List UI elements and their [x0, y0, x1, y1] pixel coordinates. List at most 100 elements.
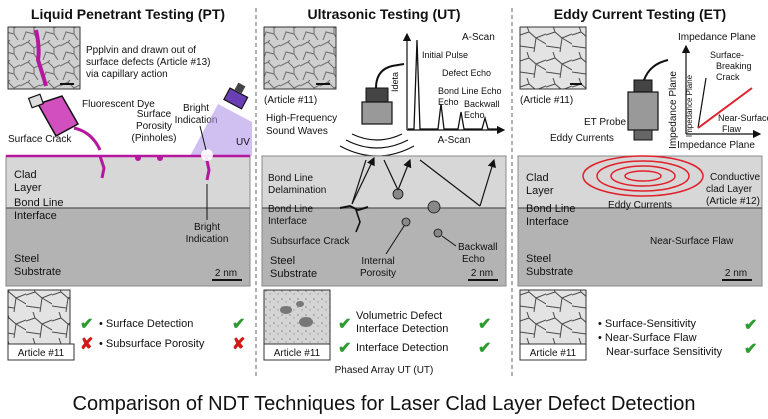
ut-check-mark-1: ✔ — [338, 316, 351, 333]
et-steel-label-2: Substrate — [526, 266, 573, 278]
pt-porosity-label-1: Surface — [137, 109, 172, 120]
ut-check-mark-2: ✔ — [338, 340, 351, 357]
ut-thumb-pore — [280, 306, 292, 314]
pt-porosity-label-3: (Pinholes) — [131, 133, 176, 144]
et-article-top: (Article #11) — [520, 95, 573, 106]
ut-pore — [401, 217, 411, 227]
ut-peak-initial: Initial Pulse — [422, 50, 468, 60]
ut-backwall-label-2: Echo — [462, 254, 485, 265]
ut-ascan-trace — [408, 39, 500, 130]
pt-article-box — [7, 343, 75, 361]
et-imp-crack-2: Breaking — [716, 61, 752, 71]
et-eddy-label-2: Eddy Currents — [608, 200, 672, 211]
pt-bright-bottom-1: Bright — [194, 222, 220, 233]
et-clad-label-2: Layer — [526, 185, 554, 197]
pt-scale-label: 2 nm — [215, 268, 237, 279]
et-imp-crack-1: Surface- — [710, 50, 744, 60]
ut-title: Ultrasonic Testing (UT) — [308, 6, 461, 22]
ut-article-label: Article #11 — [274, 348, 321, 359]
et-imp-crack-3: Crack — [716, 72, 740, 82]
et-title: Eddy Current Testing (ET) — [554, 6, 726, 22]
pt-crack-label: Surface Crack — [8, 134, 72, 145]
ut-transducer-icon — [361, 63, 405, 125]
ut-crack-label: Subsurface Crack — [270, 236, 350, 247]
ut-thumb-pore — [296, 301, 304, 307]
ut-subsurface-crack — [355, 209, 361, 233]
et-imp-ylabel-outer: Impedance Plane — [668, 71, 679, 149]
ut-footer-label: Phased Array UT (UT) — [335, 365, 434, 376]
pt-note-2: surface defects (Article #13) — [86, 57, 211, 68]
et-steel-label-1: Steel — [526, 253, 551, 265]
uv-lamp-icon — [223, 82, 249, 110]
et-trailing-mark-2: ✔ — [744, 341, 757, 358]
pt-check-mark-1: ✔ — [80, 316, 93, 333]
pt-leader — [199, 125, 207, 151]
pt-steel-label-2: Substrate — [14, 266, 61, 278]
pt-trailing-mark-1: ✔ — [232, 316, 245, 333]
uv-light-beam — [190, 104, 252, 156]
pt-bright-bottom-2: Indication — [186, 234, 229, 245]
et-probe-label: ET Probe — [584, 117, 626, 128]
ut-article-top: (Article #11) — [264, 95, 317, 106]
pt-steel-label-1: Steel — [14, 253, 39, 265]
et-trailing-mark-1: ✔ — [744, 317, 757, 334]
pt-micrograph-crack — [34, 29, 48, 87]
et-eddy-label: Eddy Currents — [550, 133, 614, 144]
pt-note-1: Ppplvin and drawn out of — [86, 45, 196, 56]
ut-delam-label-1: Bond Line — [268, 173, 313, 184]
pt-interface-label-1: Bond Line — [14, 197, 64, 209]
ut-delam-label-2: Delamination — [268, 185, 326, 196]
pt-bright-top-2: Indication — [175, 115, 218, 126]
ut-porosity-label-1: Internal — [361, 256, 394, 267]
ut-check-label-1a: Volumetric Defect — [356, 310, 442, 322]
ut-peak-defect: Defect Echo — [442, 68, 491, 78]
et-imp-xlabel: Impedance Plane — [677, 140, 755, 151]
ut-panel: Ultrasonic Testing (UT) (Article #11) A-… — [261, 6, 507, 376]
et-imp-title: Impedance Plane — [678, 32, 756, 43]
et-conductive-2: clad Layer — [706, 184, 753, 195]
ut-pore — [392, 188, 404, 200]
ut-ascan-xlabel: A-Scan — [438, 135, 471, 146]
pt-pinhole — [135, 155, 141, 161]
ut-peak-echo: Echo — [438, 97, 459, 107]
pt-panel: Liquid Penetrant Testing (PT) Ppplvin an… — [5, 6, 252, 361]
et-eddy-currents — [582, 155, 704, 197]
et-micrograph — [519, 26, 587, 90]
et-probe-icon — [627, 59, 669, 141]
et-interface-label-2: Interface — [526, 216, 569, 228]
ut-delamination — [339, 204, 369, 212]
pt-cross-mark-1: ✘ — [80, 336, 93, 353]
pt-porosity-label-2: Porosity — [136, 121, 172, 132]
ut-check-label-1b: Interface Detection — [356, 323, 448, 335]
ut-thumb-pore — [299, 317, 313, 327]
et-imp-flaw-1: Near-Surface — [718, 113, 768, 123]
pt-surface-crack — [98, 155, 106, 179]
pt-clad-label-1: Clad — [14, 169, 37, 181]
pt-title: Liquid Penetrant Testing (PT) — [31, 6, 225, 22]
pt-interface-label-2: Interface — [14, 210, 57, 222]
ut-steel-label-1: Steel — [270, 255, 295, 267]
ut-check-label-2: Interface Detection — [356, 342, 448, 354]
ut-ascan-title: A-Scan — [462, 32, 495, 43]
et-clad-label-1: Clad — [526, 172, 549, 184]
ut-trailing-mark-2: ✔ — [478, 340, 491, 357]
ut-porosity-label-2: Porosity — [360, 268, 396, 279]
pt-article-label: Article #11 — [18, 348, 65, 359]
pt-check-label-2: • Subsurface Porosity — [99, 338, 205, 350]
ut-clad-layer — [261, 155, 507, 209]
ut-waves-label-1: High-Frequency — [266, 113, 337, 124]
ut-waves-label-2: Sound Waves — [266, 126, 328, 137]
ut-interface-label-1: Bond Line — [268, 204, 313, 215]
ut-steel-label-2: Substrate — [270, 268, 317, 280]
pt-dye-label: Fluorescent Dye — [82, 99, 155, 110]
ut-beam-paths — [351, 156, 496, 207]
dye-bottle-icon — [27, 93, 102, 151]
et-imp-crack-trace — [697, 77, 707, 129]
pt-uv-label: UV — [236, 137, 250, 148]
et-imp-flaw-2: Flaw — [722, 124, 742, 134]
ut-ascan-ylabel: Ideta — [390, 72, 400, 92]
et-imp-ylabel-inner: Impedance Plane — [685, 74, 694, 137]
ut-steel-substrate — [261, 207, 507, 287]
